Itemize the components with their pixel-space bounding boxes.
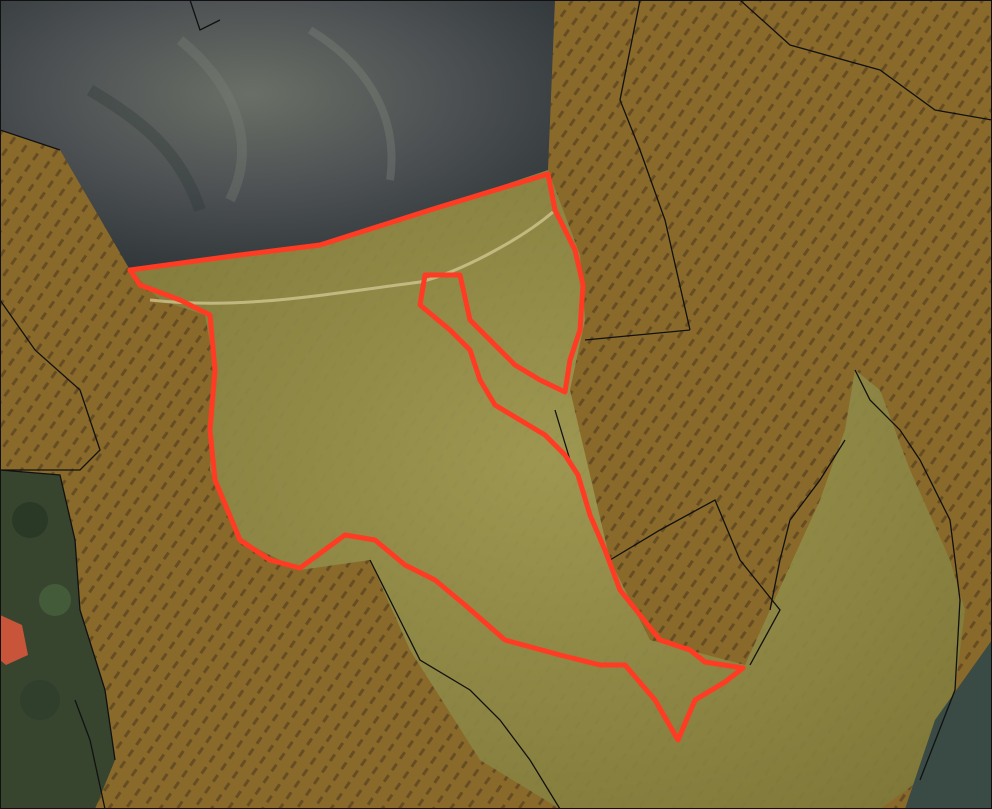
parcel-boundary-southeast-2 (854, 369, 961, 781)
parcel-boundary-west-1 (0, 129, 61, 151)
building-roof (0, 615, 28, 665)
parcel-boundary-northeast-2 (739, 0, 992, 121)
parcel-boundary-woodland (0, 469, 116, 761)
tree-cluster-3 (20, 680, 60, 720)
parcel-boundary-west-2 (0, 299, 101, 471)
parcel-boundary-east (584, 329, 691, 341)
selected-area-outer-boundary[interactable] (127, 171, 746, 743)
dark-patch-bottom-right (905, 640, 992, 809)
rock-texture-1 (176, 36, 247, 203)
parcel-boundary-south (369, 559, 561, 809)
parcel-boundary-north (189, 0, 221, 31)
rock-texture-2 (307, 26, 396, 181)
parcel-boundary-southeast-3 (769, 439, 846, 611)
woodland-area (0, 470, 115, 809)
parcel-boundary-centre (554, 409, 571, 461)
rocky-outcrop-area (0, 0, 555, 270)
tree-cluster-1 (12, 502, 48, 538)
tree-cluster-2 (39, 584, 71, 616)
parcel-boundary-northeast-1 (619, 0, 691, 331)
selected-area[interactable] (127, 171, 746, 743)
parcel-boundary-southeast-1 (609, 499, 781, 666)
parcel-boundary-southwest (74, 699, 106, 809)
grassland-area (130, 170, 965, 809)
track-line (149, 210, 554, 305)
rock-texture-3 (86, 84, 206, 212)
